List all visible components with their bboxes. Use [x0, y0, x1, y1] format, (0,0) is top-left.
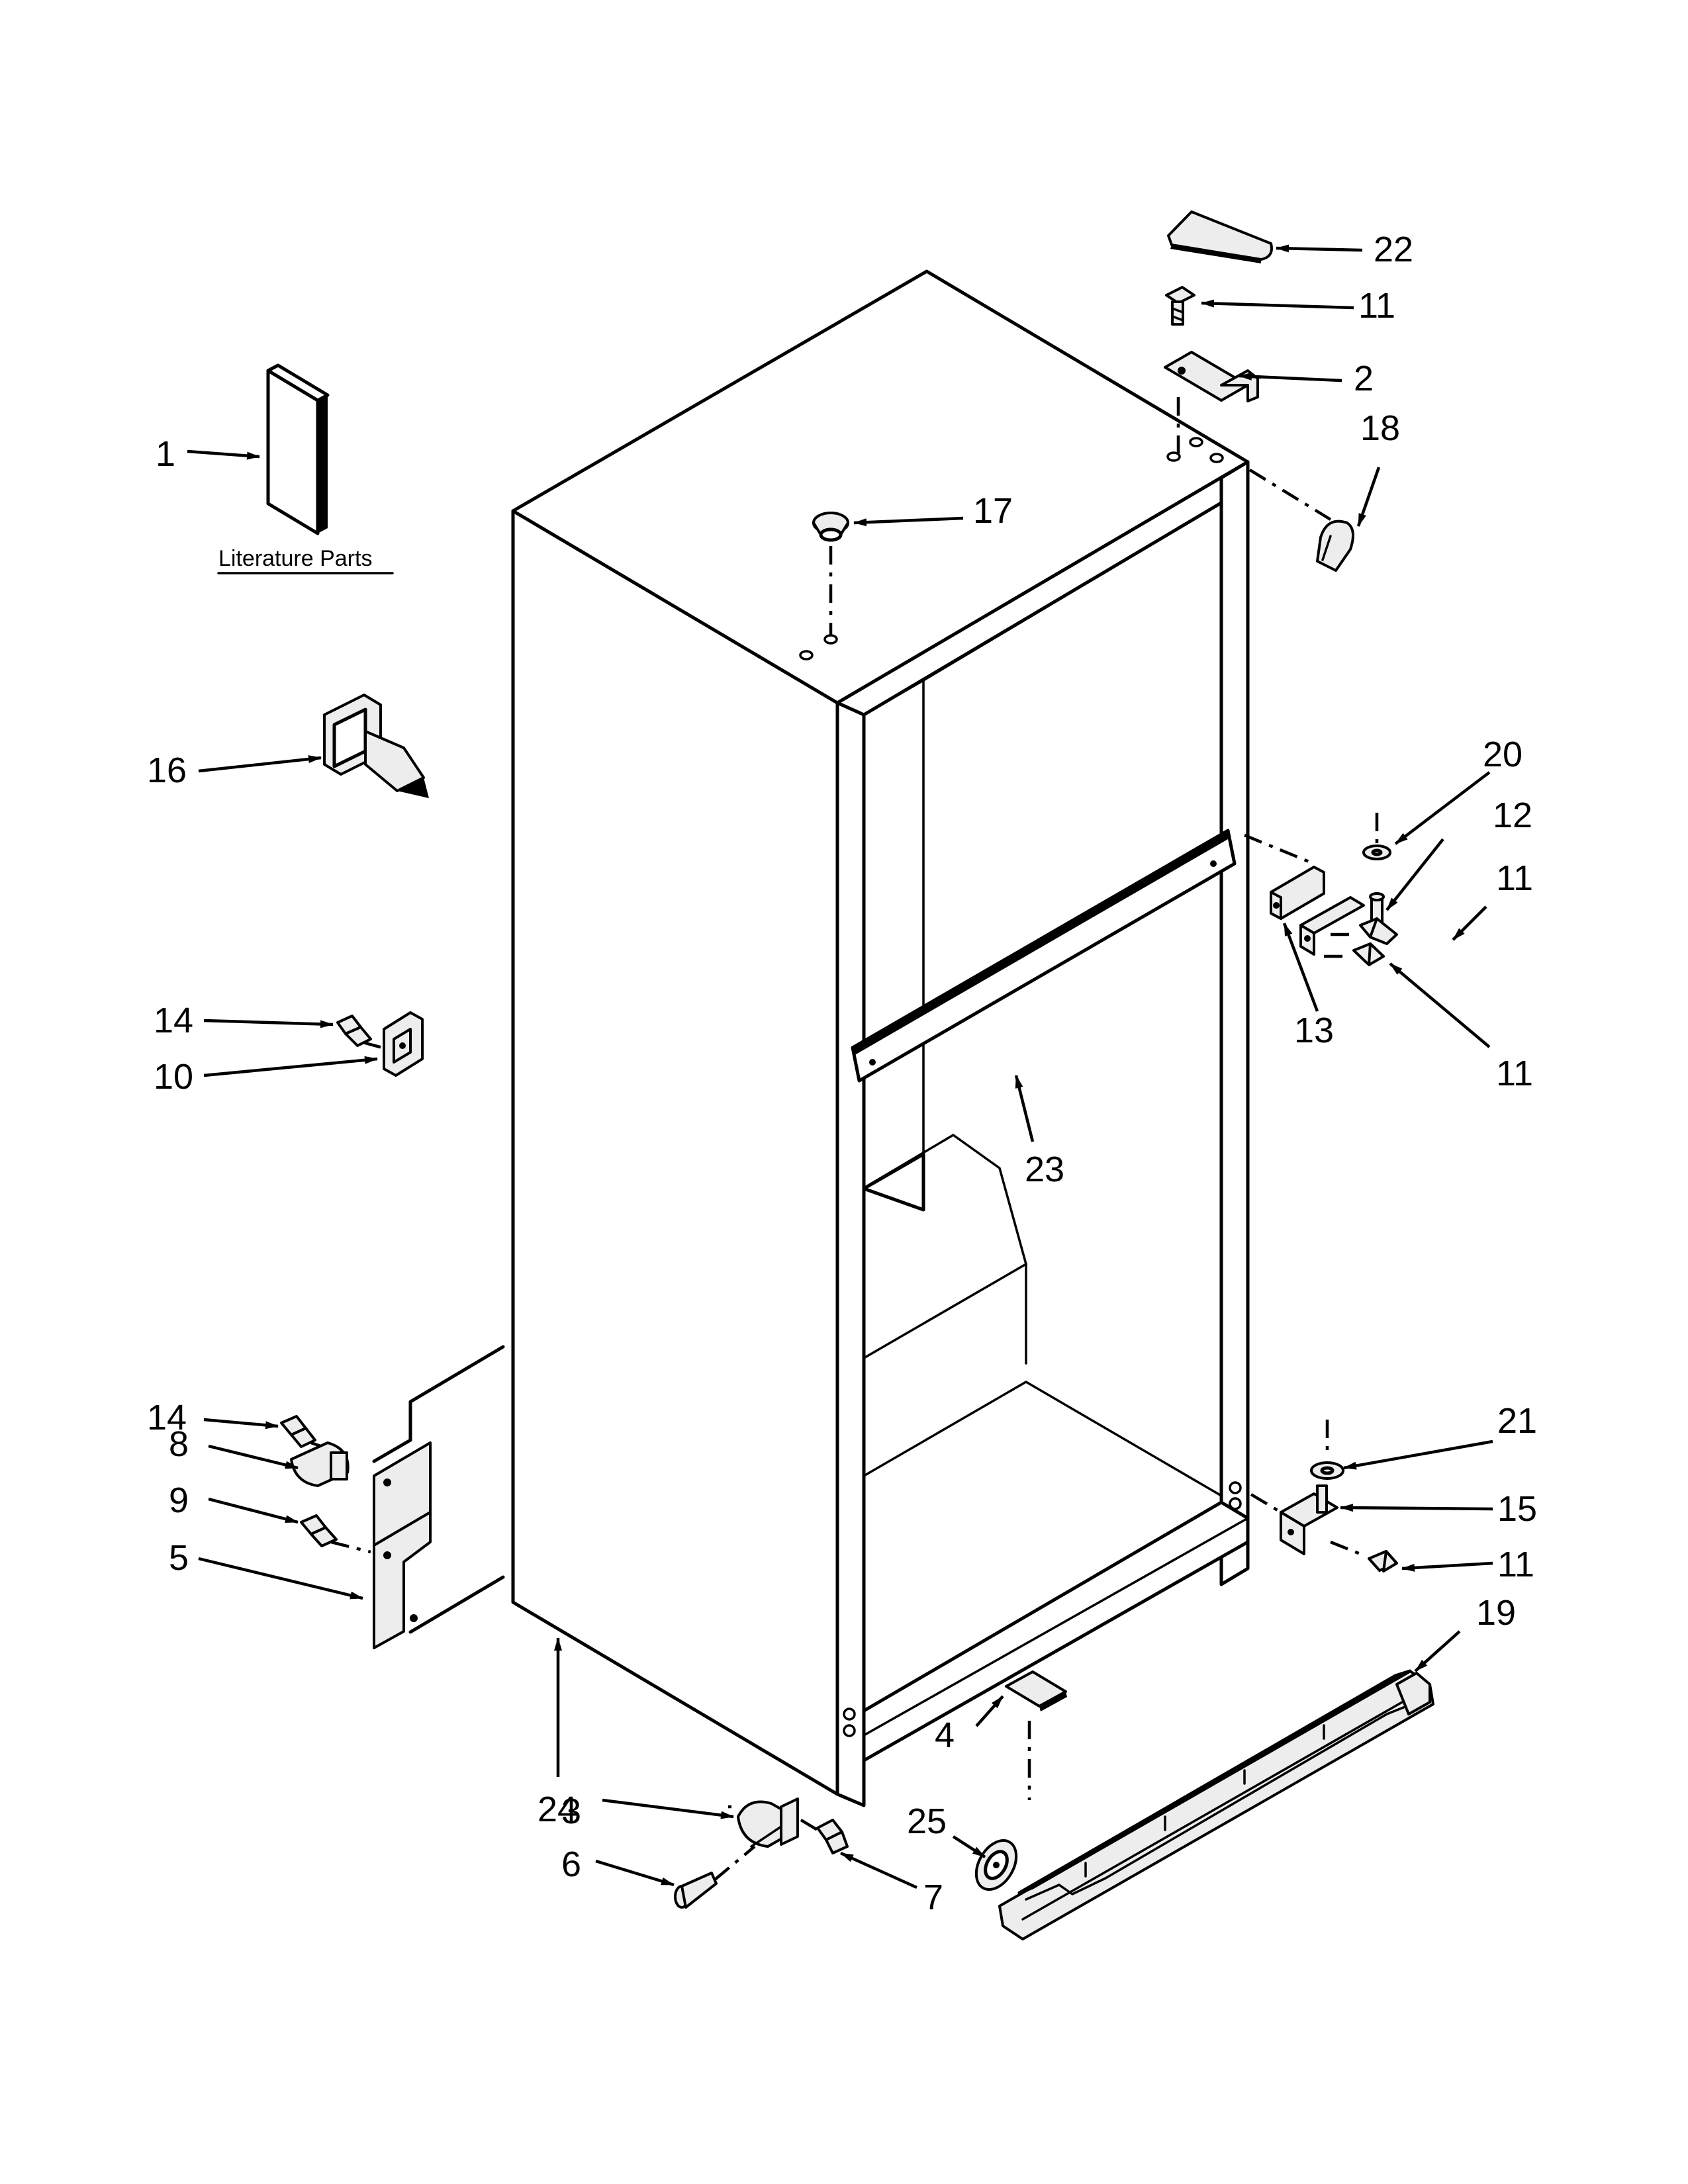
- callout-2: 2: [1354, 359, 1374, 398]
- callout-3: 3: [561, 1792, 581, 1831]
- roller-screw: [816, 1819, 849, 1854]
- callout-12: 12: [1493, 796, 1532, 835]
- callout-23: 23: [1025, 1150, 1064, 1189]
- lower-hinge-screw-top: [280, 1415, 316, 1448]
- callout-13: 13: [1294, 1011, 1334, 1050]
- callout-1: 1: [156, 434, 175, 474]
- roller-axle: [674, 1845, 756, 1909]
- top-hinge-pin-cover: [1316, 520, 1354, 572]
- callout-10: 10: [154, 1057, 193, 1097]
- center-cross-rail: [851, 829, 1237, 1083]
- shelf-support: [323, 694, 429, 798]
- callout-6: 6: [561, 1844, 581, 1884]
- plug-button: [812, 512, 849, 542]
- callout-11-center-lower: 11: [1496, 1054, 1533, 1093]
- literature-caption: Literature Parts: [218, 546, 372, 571]
- callout-11-top: 11: [1358, 286, 1395, 326]
- callout-11-center-upper: 11: [1496, 858, 1533, 898]
- center-hinge-screw-lower: [1359, 917, 1398, 945]
- callout-17: 17: [973, 491, 1013, 531]
- callout-4: 4: [935, 1715, 955, 1755]
- callout-9: 9: [169, 1480, 189, 1520]
- callout-16: 16: [147, 751, 187, 790]
- callout-24: 24: [538, 1790, 577, 1829]
- callout-14-upper: 14: [154, 1001, 193, 1040]
- mullion-screw: [336, 1015, 372, 1047]
- callout-5: 5: [169, 1538, 189, 1578]
- leveling-pad: [1005, 1670, 1067, 1711]
- mullion-hinge: [383, 1011, 424, 1077]
- callout-8: 8: [169, 1424, 189, 1464]
- roller-bracket: [737, 1797, 799, 1848]
- callout-7: 7: [923, 1878, 943, 1917]
- bottom-hinge-screw: [1368, 1550, 1398, 1572]
- top-hinge-screw: [1165, 286, 1196, 326]
- leader-arrows: [187, 244, 1493, 1889]
- callout-25: 25: [907, 1801, 947, 1841]
- lower-hinge-clip: [290, 1441, 350, 1487]
- callout-labels: 1 2 3 4 5 6 7 8 9 10 11 11 11 11 12 13 1…: [147, 230, 1537, 1917]
- callout-20: 20: [1483, 735, 1523, 774]
- callout-21: 21: [1497, 1401, 1537, 1441]
- cabinet: [372, 269, 1250, 1807]
- callout-15: 15: [1497, 1489, 1537, 1529]
- bottom-hinge-washer: [1310, 1461, 1344, 1480]
- bottom-hinge: [1280, 1484, 1338, 1555]
- top-hinge-cover: [1167, 210, 1273, 263]
- callout-11-bottom: 11: [1497, 1545, 1534, 1584]
- callout-19: 19: [1476, 1593, 1516, 1633]
- callout-18: 18: [1360, 408, 1400, 448]
- center-hinge-washer: [1362, 844, 1391, 860]
- roller-wheel: [974, 1839, 1018, 1891]
- center-hinge-screw-upper: [1352, 942, 1385, 966]
- callout-14-lower: 14: [147, 1398, 187, 1437]
- center-hinge: [1299, 896, 1365, 956]
- lower-hinge-bracket: [373, 1441, 432, 1649]
- base-grille: [998, 1669, 1434, 1940]
- literature-parts-booklet: [266, 363, 330, 535]
- center-hinge-bracket: [1270, 866, 1325, 920]
- lower-hinge-screw-bottom: [300, 1514, 338, 1547]
- callout-22: 22: [1374, 230, 1413, 269]
